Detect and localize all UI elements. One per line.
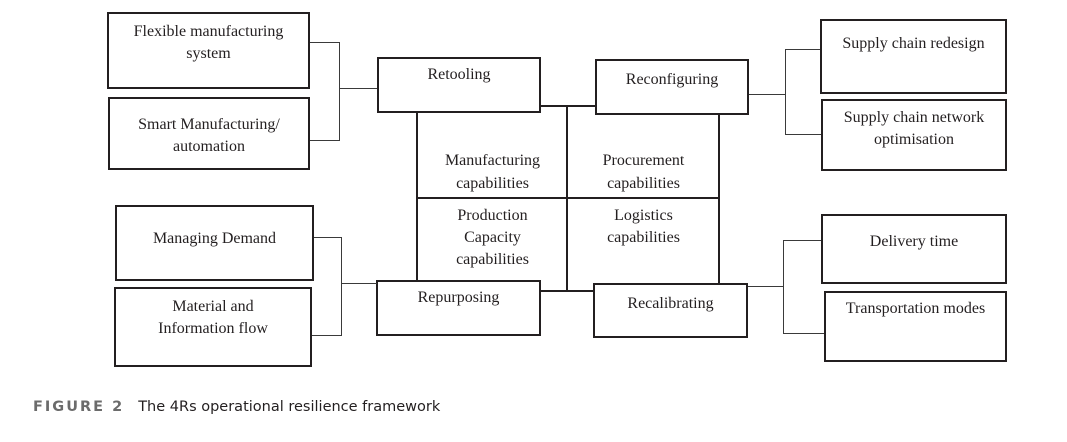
connector-reconfiguring-vertical [785,49,786,135]
connector-retooling-bottom [310,140,340,141]
connector-recalibrating-bottom [783,333,824,334]
connector-retooling-vertical [339,42,340,141]
branch-line: automation [173,138,245,155]
r-box-label: Retooling [427,66,491,83]
connector-retooling-top [310,42,340,43]
branch-line: optimisation [874,131,954,148]
branch-line: Delivery time [869,233,959,250]
core-cell-line: capabilities [607,175,680,192]
connector-repurposing-vertical [341,237,342,336]
core-cell-logistics: Logistics capabilities [568,205,719,249]
branch-box-delivery-time: Delivery time [821,214,1007,284]
r-box-reconfiguring: Reconfiguring [595,59,749,115]
core-cell-line: capabilities [456,251,529,268]
core-cell-line: capabilities [607,229,680,246]
core-cell-manufacturing: Manufacturing capabilities [418,149,567,195]
core-cell-line: Capacity [464,229,521,246]
core-cell-line: Manufacturing [444,152,541,169]
branch-line: Transportation modes [845,300,986,317]
branch-line: Flexible manufacturing [133,23,284,40]
branch-line: Supply chain network [843,109,985,126]
branch-line: system [186,45,231,62]
r-box-label: Repurposing [417,289,500,306]
grid-right-border [718,112,720,286]
branch-line: Smart Manufacturing/ [138,116,280,133]
branch-line: Material and [172,298,254,315]
connector-recalibrating-vertical [783,240,784,334]
r-box-retooling: Retooling [377,57,541,113]
r-box-label: Reconfiguring [625,71,719,88]
connector-recalibrating-stem [748,286,784,287]
branch-box-material-information-flow: Material and Information flow [114,287,312,367]
connector-reconfiguring-top [785,49,821,50]
branch-line: Information flow [158,320,268,337]
grid-top-link [540,105,597,107]
figure-label: FIGURE 2 [33,399,125,415]
connector-retooling-stem [339,88,377,89]
core-cell-production: Production Capacity capabilities [418,205,567,271]
connector-repurposing-top [314,237,342,238]
connector-reconfiguring-bottom [785,134,821,135]
grid-middle-divider [416,197,720,199]
branch-box-managing-demand: Managing Demand [115,205,314,281]
connector-reconfiguring-stem [749,94,786,95]
branch-box-supply-chain-redesign: Supply chain redesign [820,19,1007,94]
core-cell-line: Production [457,207,528,224]
branch-box-transportation-modes: Transportation modes [824,291,1007,362]
connector-repurposing-stem [341,283,377,284]
figure-caption-text: The 4Rs operational resilience framework [138,399,441,415]
branch-line: Managing Demand [152,230,277,247]
branch-box-smart-manufacturing: Smart Manufacturing/ automation [108,97,310,170]
r-box-label: Recalibrating [627,295,714,312]
r-box-recalibrating: Recalibrating [593,283,748,338]
connector-repurposing-bottom [312,335,342,336]
figure-caption: FIGURE 2 The 4Rs operational resilience f… [33,399,440,415]
core-cell-procurement: Procurement capabilities [568,149,719,195]
grid-bottom-link [540,290,595,292]
core-cell-line: Procurement [602,152,685,169]
branch-box-network-optimisation: Supply chain network optimisation [821,99,1007,171]
connector-recalibrating-top [783,240,821,241]
core-cell-line: capabilities [456,175,529,192]
r-box-repurposing: Repurposing [376,280,541,336]
branch-line: Supply chain redesign [842,35,985,52]
branch-box-flexible-manufacturing: Flexible manufacturing system [107,12,310,89]
core-cell-line: Logistics [614,207,673,224]
